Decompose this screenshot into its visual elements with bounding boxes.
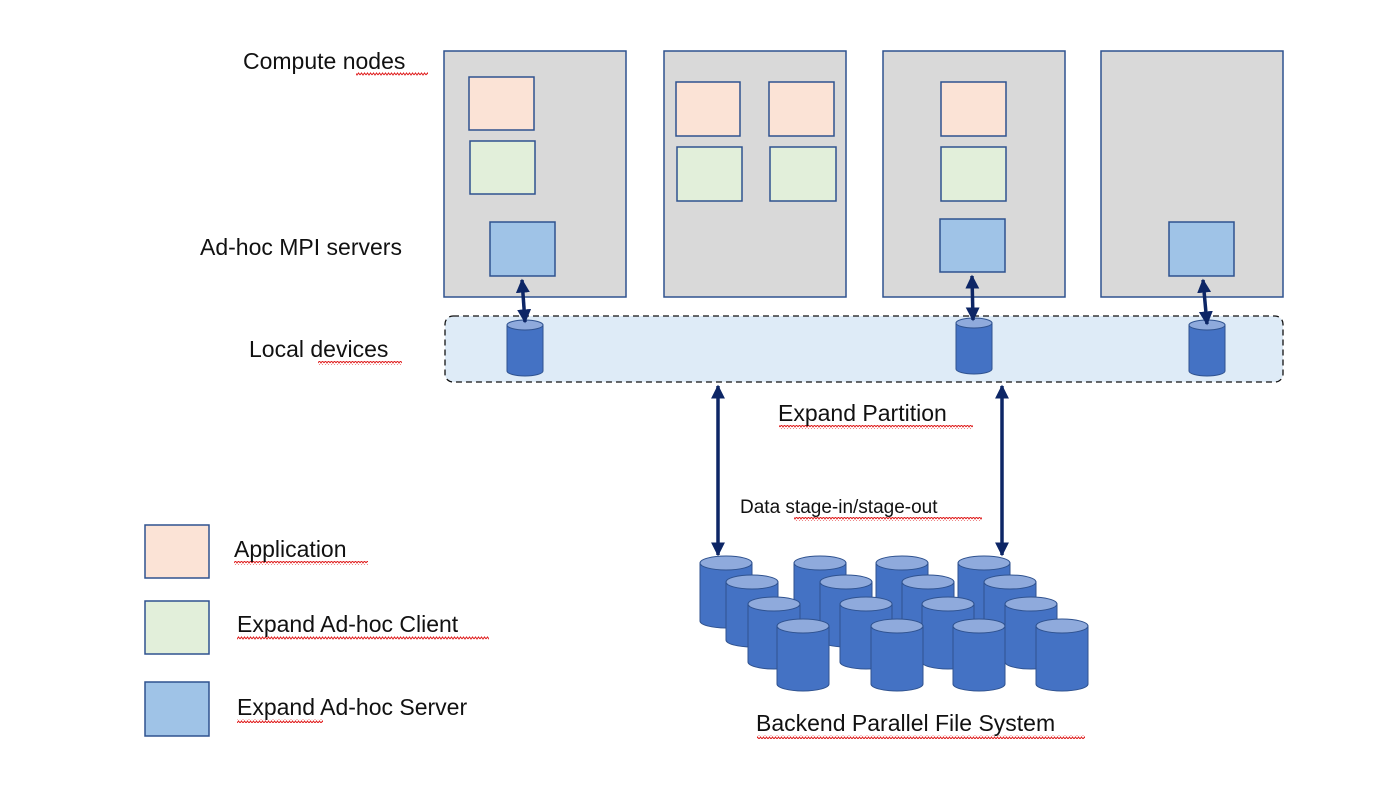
compute-nodes-label: Compute nodes (243, 48, 405, 74)
legend-swatch-client (144, 600, 210, 655)
compute-node-2 (663, 50, 847, 298)
application-box (768, 81, 835, 137)
application-box (468, 76, 535, 131)
backend-pfs-cluster (699, 555, 1089, 692)
server-device-arrow (1197, 278, 1213, 326)
legend-swatch-application (144, 524, 210, 579)
expand-partition-label: Expand Partition (778, 400, 947, 426)
data-stage-label: Data stage-in/stage-out (740, 497, 938, 518)
server-device-arrow (965, 274, 980, 322)
compute-node-1 (443, 50, 627, 298)
adhoc-client-box (469, 140, 536, 195)
legend-label-application: Application (234, 536, 347, 562)
spellcheck-underlines (234, 72, 1085, 739)
pfs-cylinder (1035, 618, 1089, 692)
application-box (940, 81, 1007, 137)
pfs-cylinder (776, 618, 830, 692)
local-device-cylinder (1188, 319, 1226, 377)
adhoc-client-box (676, 146, 743, 202)
adhoc-client-box (769, 146, 837, 202)
local-devices-label: Local devices (249, 336, 388, 362)
adhoc-client-box (940, 146, 1007, 202)
compute-node-4 (1100, 50, 1284, 298)
local-device-cylinder (955, 317, 993, 375)
pfs-cylinder (870, 618, 924, 692)
legend-label-server: Expand Ad-hoc Server (237, 694, 467, 720)
legend-label-client: Expand Ad-hoc Client (237, 611, 459, 637)
backend-pfs-label: Backend Parallel File System (756, 710, 1055, 736)
adhoc-server-box (489, 221, 556, 277)
adhoc-server-box (939, 218, 1006, 273)
local-devices-band (444, 315, 1284, 383)
pfs-cylinder (952, 618, 1006, 692)
application-box (675, 81, 741, 137)
compute-node-3 (882, 50, 1066, 298)
adhoc-server-box (1168, 221, 1235, 277)
server-device-arrow (515, 278, 532, 324)
local-device-cylinder (506, 319, 544, 377)
legend-swatch-server (144, 681, 210, 737)
adhoc-mpi-servers-label: Ad-hoc MPI servers (200, 234, 402, 260)
